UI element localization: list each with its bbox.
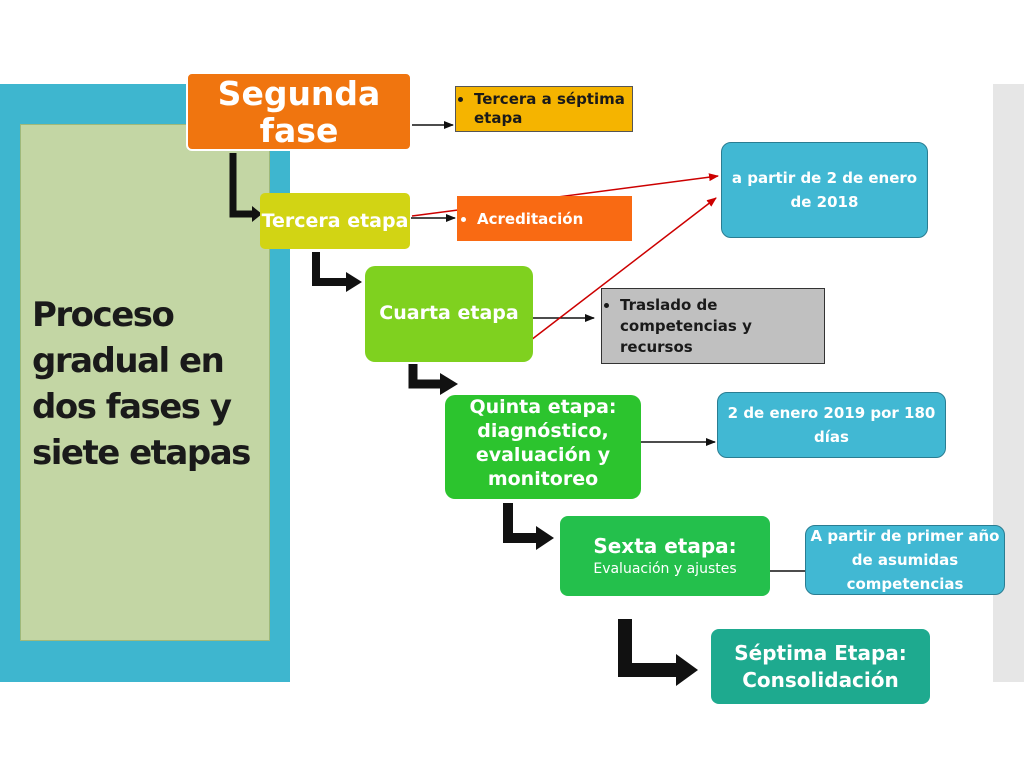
stage-tercera-etapa: Tercera etapa <box>260 193 410 249</box>
step-arrow-5 <box>618 619 680 677</box>
title-card <box>20 124 270 641</box>
stage-tercera-etapa-label: Tercera etapa <box>261 210 409 232</box>
stage-cuarta-etapa-label: Cuarta etapa <box>379 302 519 325</box>
step-arrow-1 <box>229 153 254 218</box>
step-arrow-3-head <box>440 373 458 395</box>
step-arrow-4 <box>503 503 540 543</box>
callout-enero-2019: 2 de enero 2019 por 180 días <box>717 392 946 458</box>
note-acreditacion: Acreditación <box>457 196 632 241</box>
note-tercera-a-septima: Tercera a séptima etapa <box>455 86 633 132</box>
note-traslado-text: Traslado de competencias y recursos <box>620 295 824 358</box>
diagram-title: Proceso gradual en dos fases y siete eta… <box>32 295 251 473</box>
stage-sexta-etapa: Sexta etapa: Evaluación y ajustes <box>560 516 770 596</box>
callout-enero-2018: a partir de 2 de enero de 2018 <box>721 142 928 238</box>
callout-enero-2018-text: a partir de 2 de enero de 2018 <box>731 169 918 211</box>
step-arrow-5-head <box>676 654 698 686</box>
callout-enero-2019-text: 2 de enero 2019 por 180 días <box>727 404 936 446</box>
callout-primer-anio: A partir de primer año de asumidas compe… <box>805 525 1005 595</box>
note-acreditacion-text: Acreditación <box>477 209 583 229</box>
note-traslado: Traslado de competencias y recursos <box>601 288 825 364</box>
note-tercera-a-septima-text: Tercera a séptima etapa <box>474 90 628 128</box>
stage-sexta-etapa-sublabel: Evaluación y ajustes <box>593 560 737 577</box>
callout-primer-anio-text: A partir de primer año de asumidas compe… <box>810 527 1000 593</box>
stage-segunda-fase: Segunda fase <box>186 72 412 151</box>
stage-quinta-etapa-label: Quinta etapa: diagnóstico, evaluación y … <box>469 396 617 490</box>
red-arrow-cuarta <box>517 197 717 351</box>
stage-sexta-etapa-label: Sexta etapa: <box>593 533 737 558</box>
stage-cuarta-etapa: Cuarta etapa <box>365 266 533 362</box>
step-arrow-2-head <box>346 272 362 292</box>
step-arrow-1-head <box>252 206 262 222</box>
stage-quinta-etapa: Quinta etapa: diagnóstico, evaluación y … <box>445 395 641 499</box>
stage-septima-etapa-label: Séptima Etapa: Consolidación <box>734 640 907 692</box>
step-arrow-4-head <box>536 526 554 550</box>
stage-segunda-fase-label: Segunda fase <box>217 73 381 150</box>
step-arrow-3 <box>408 364 444 389</box>
stage-septima-etapa: Séptima Etapa: Consolidación <box>711 629 930 704</box>
step-arrow-2 <box>312 252 350 286</box>
